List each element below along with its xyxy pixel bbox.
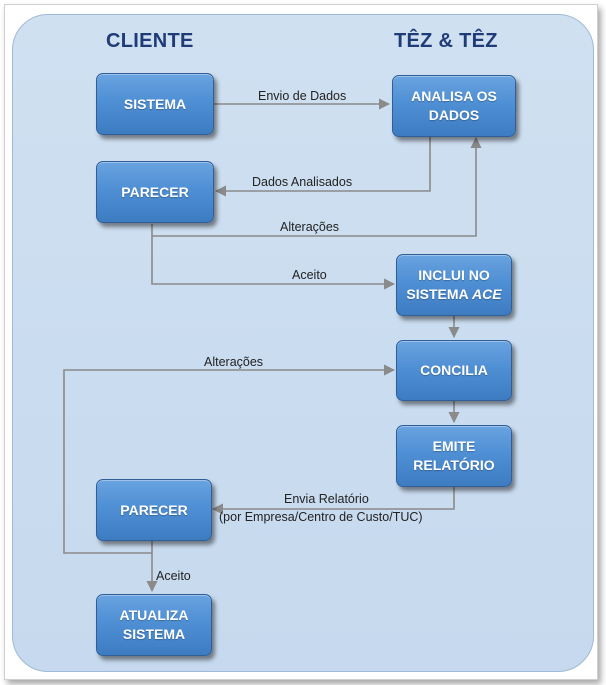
box-sistema-label: SISTEMA: [123, 95, 187, 112]
box-atualiza-line1: ATUALIZA: [119, 607, 189, 623]
box-concilia: CONCILIA: [396, 340, 512, 401]
box-concilia-label: CONCILIA: [420, 362, 488, 378]
label-envio-dados: Envio de Dados: [258, 89, 347, 103]
arrow-aceito-top: [151, 236, 396, 290]
label-alteracoes-top: Alterações: [280, 220, 340, 234]
arrow-alteracoes-bottom: [63, 364, 396, 554]
box-inclui-line2a: SISTEMA: [406, 286, 473, 302]
box-inclui-line1: INCLUI NO: [418, 267, 490, 283]
box-parecer-bottom: PARECER: [96, 479, 212, 541]
box-analisa-dados: ANALISA OS DADOS: [392, 75, 516, 137]
box-sistema: SISTEMA: [96, 73, 214, 135]
box-emite-line1: EMITE: [432, 438, 476, 454]
label-envia-relatorio-detail: (por Empresa/Centro de Custo/TUC): [219, 510, 423, 524]
box-atualiza-sistema: ATUALIZA SISTEMA: [96, 594, 212, 656]
label-dados-analisados: Dados Analisados: [252, 175, 353, 189]
box-emite-line2: RELATÓRIO: [413, 457, 495, 473]
header-tez-tez: TÊZ & TÊZ: [394, 30, 498, 52]
arrow-envia-relatorio: [211, 487, 455, 515]
box-atualiza-line2: SISTEMA: [122, 626, 186, 642]
box-parecer-top: PARECER: [96, 161, 214, 223]
label-aceito-bottom: Aceito: [156, 569, 191, 583]
header-cliente: CLIENTE: [106, 30, 194, 52]
box-inclui-sistema-ace: INCLUI NO SISTEMA ACE: [396, 254, 512, 316]
label-aceito-top: Aceito: [292, 268, 327, 282]
box-inclui-line2b: ACE: [472, 286, 502, 302]
box-analisa-line2: DADOS: [428, 107, 480, 123]
box-parecer-top-label: PARECER: [121, 183, 189, 200]
box-parecer-bottom-label: PARECER: [120, 501, 188, 518]
box-emite-relatorio: EMITE RELATÓRIO: [396, 425, 512, 487]
label-alteracoes-bottom: Alterações: [204, 355, 264, 369]
arrow-alteracoes-top: [151, 136, 482, 237]
arrow-dados-analisados: [214, 137, 431, 197]
label-envia-relatorio: Envia Relatório: [284, 492, 369, 506]
box-analisa-line1: ANALISA OS: [411, 88, 497, 104]
